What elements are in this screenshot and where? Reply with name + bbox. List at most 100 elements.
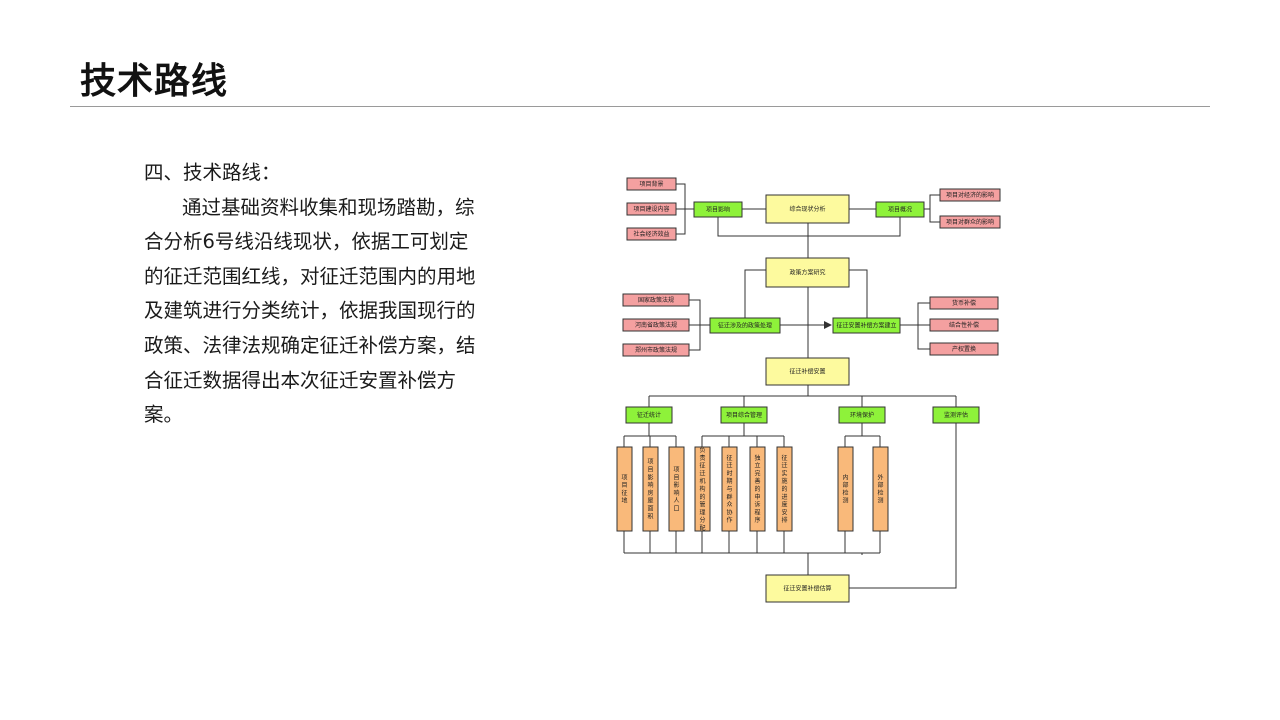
input-box-left-2-box [626,202,677,216]
connector [844,423,881,447]
env-item-1-label: 内部检测 [842,473,848,504]
project-overview-box: 项目概况 [875,201,925,218]
scheme-setup-box-label: 征迁安置补偿方案建立 [836,322,896,330]
connector [808,531,881,555]
stat-item-1-box [616,446,633,532]
scheme-setup-box-box [832,317,901,334]
compensation-type-1: 货币补偿 [929,296,999,310]
policy-research-box-label: 政策方案研究 [789,269,825,277]
input-box-left-3: 社会经济效益 [626,227,677,241]
connector [623,531,808,554]
project-overview-box-box [875,201,925,218]
compensation-type-3-box [929,342,999,356]
scheme-setup-box: 征迁安置补偿方案建立 [832,317,901,334]
compensation-type-3-label: 产权置换 [952,345,976,353]
final-result-box: 征迁安置补偿估算 [765,574,850,603]
connector [623,423,677,447]
workstream-2: 项目综合管理 [720,406,768,424]
policy-source-2-box [622,318,690,332]
connector [717,217,901,237]
connector [689,299,710,351]
project-impact-box-label: 项目影响 [706,206,730,214]
compensation-type-3: 产权置换 [929,342,999,356]
workstream-3-box [838,406,886,424]
mgmt-item-1-box [694,446,711,532]
diagram-nodes: 项目背景项目建设内容社会经济效益项目影响综合现状分析项目概况项目对经济的影响项目… [616,177,1001,603]
input-box-left-3-label: 社会经济效益 [633,230,669,238]
workstream-1: 征迁统计 [625,406,673,424]
mgmt-item-4: 征迁实施的进度安排 [776,446,793,532]
workstream-3-label: 环境保护 [850,411,874,419]
input-box-left-2: 项目建设内容 [626,202,677,216]
stat-item-1-label: 项目征地 [621,474,627,504]
mgmt-item-4-label: 征迁实施的进度安排 [781,454,787,524]
description-text: 四、技术路线： 通过基础资料收集和现场踏勘，综合分析6号线沿线现状，依据工可划定… [144,156,484,433]
policy-handling-box-box [709,317,781,334]
workstream-4-label: 监测评估 [944,411,968,419]
env-item-2-label: 外部检测 [877,473,883,504]
env-item-1-box [837,446,854,532]
input-box-right-2-label: 项目对群众的影响 [946,218,994,226]
connector [676,183,694,235]
mgmt-item-3-label: 独立完善的申诉程序 [754,454,760,524]
workstream-1-label: 征迁统计 [637,411,661,419]
section-paragraph: 通过基础资料收集和现场踏勘，综合分析6号线沿线现状，依据工可划定的征迁范围红线，… [144,195,476,427]
input-box-right-1-label: 项目对经济的影响 [946,191,994,199]
project-overview-box-label: 项目概况 [888,206,912,214]
input-box-right-2: 项目对群众的影响 [939,215,1001,229]
mgmt-item-3-box [749,446,766,532]
compensation-type-1-label: 货币补偿 [952,299,976,307]
input-box-left-3-box [626,227,677,241]
arrow-head [824,321,832,329]
env-item-2-box [872,446,889,532]
resettlement-box-box [765,357,850,386]
stat-item-2: 项目影响房屋面积 [642,446,659,532]
mgmt-item-1-label: 负责征迁机构的管理分配 [699,446,705,532]
compensation-type-2-box [929,318,999,332]
synthesis-box: 综合现状分析 [765,194,850,224]
stat-item-3-label: 项目影响人口 [673,467,679,513]
final-result-box-label: 征迁安置补偿估算 [783,585,831,593]
workstream-1-box [625,406,673,424]
policy-handling-box: 征迁涉及的政策处理 [709,317,781,334]
compensation-type-1-box [929,296,999,310]
input-box-left-2-label: 项目建设内容 [633,205,669,213]
mgmt-item-2: 征迁时期与群众协作 [721,446,738,532]
workstream-3: 环境保护 [838,406,886,424]
connector [849,423,957,589]
policy-source-1: 国家政策法规 [622,293,690,307]
policy-source-3-box [622,343,690,357]
input-box-left-1-box [626,177,677,191]
policy-source-1-label: 国家政策法规 [638,296,674,304]
project-impact-box: 项目影响 [693,201,743,218]
synthesis-box-box [765,194,850,224]
stat-item-1: 项目征地 [616,446,633,532]
policy-research-box-box [765,257,850,288]
env-item-1: 内部检测 [837,446,854,532]
input-box-right-1: 项目对经济的影响 [939,188,1001,202]
env-item-2: 外部检测 [872,446,889,532]
mgmt-item-3: 独立完善的申诉程序 [749,446,766,532]
workstream-2-box [720,406,768,424]
stat-item-3-box [668,446,685,532]
policy-source-3-label: 郑州市政策法规 [635,346,677,354]
policy-source-3: 郑州市政策法规 [622,343,690,357]
mgmt-item-2-label: 征迁时期与群众协作 [726,454,732,524]
connector [924,194,940,223]
compensation-type-2-label: 结合性补偿 [949,321,979,329]
policy-research-box: 政策方案研究 [765,257,850,288]
workstream-4-box [932,406,980,424]
workstream-2-label: 项目综合管理 [726,411,762,419]
connector [849,269,868,318]
policy-source-2-label: 河南省政策法规 [635,321,677,329]
input-box-right-2-box [939,215,1001,229]
policy-handling-box-label: 征迁涉及的政策处理 [718,322,772,330]
mgmt-item-2-box [721,446,738,532]
synthesis-box-label: 综合现状分析 [789,205,825,213]
policy-source-2: 河南省政策法规 [622,318,690,332]
slide-title: 技术路线 [80,61,229,102]
compensation-type-2: 结合性补偿 [929,318,999,332]
resettlement-box: 征迁补偿安置 [765,357,850,386]
mgmt-item-1: 负责征迁机构的管理分配 [694,446,711,532]
workstream-4: 监测评估 [932,406,980,424]
